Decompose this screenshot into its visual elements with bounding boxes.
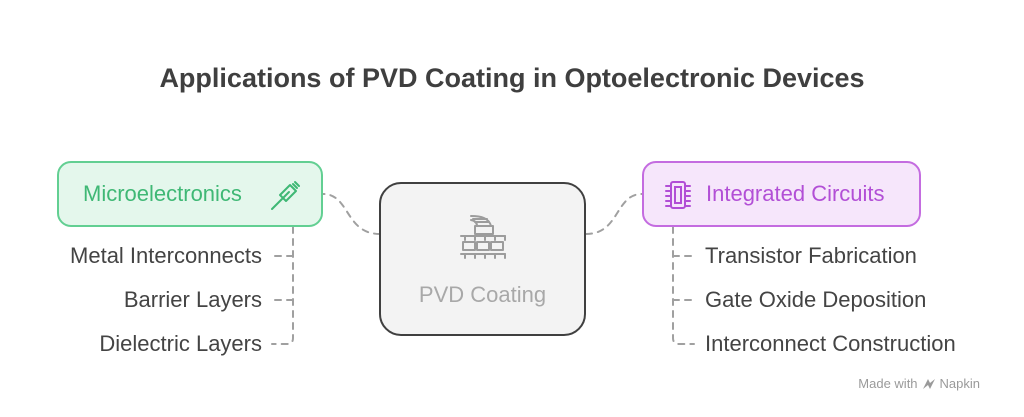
watermark-prefix: Made with xyxy=(858,376,918,391)
left-item-metal-interconnects: Metal Interconnects xyxy=(70,243,262,268)
right-tree-connector xyxy=(672,226,695,345)
pvd-coating-node: PVD Coating xyxy=(379,182,586,336)
napkin-logo-icon xyxy=(922,378,935,389)
connector-center-to-left xyxy=(322,193,381,235)
pvd-machine-icon xyxy=(460,215,506,259)
integrated-circuits-label: Integrated Circuits xyxy=(706,181,885,206)
left-item-dielectric-layers: Dielectric Layers xyxy=(99,331,262,356)
watermark-brand: Napkin xyxy=(939,376,980,391)
right-item-interconnect-construction: Interconnect Construction xyxy=(705,331,956,356)
left-item-barrier-layers: Barrier Layers xyxy=(123,287,262,312)
napkin-watermark: Made with Napkin xyxy=(858,376,980,391)
diagram-title: Applications of PVD Coating in Optoelect… xyxy=(159,63,865,93)
pipette-icon xyxy=(271,181,300,210)
pvd-coating-label: PVD Coating xyxy=(418,282,547,307)
chip-icon xyxy=(665,181,691,209)
integrated-circuits-node: Integrated Circuits xyxy=(642,161,921,227)
microelectronics-label: Microelectronics xyxy=(83,181,242,206)
microelectronics-node: Microelectronics xyxy=(57,161,323,227)
left-tree-connector xyxy=(271,226,294,345)
connector-center-to-right xyxy=(585,193,643,235)
right-item-gate-oxide-deposition: Gate Oxide Deposition xyxy=(705,287,927,312)
right-item-transistor-fabrication: Transistor Fabrication xyxy=(705,243,917,268)
